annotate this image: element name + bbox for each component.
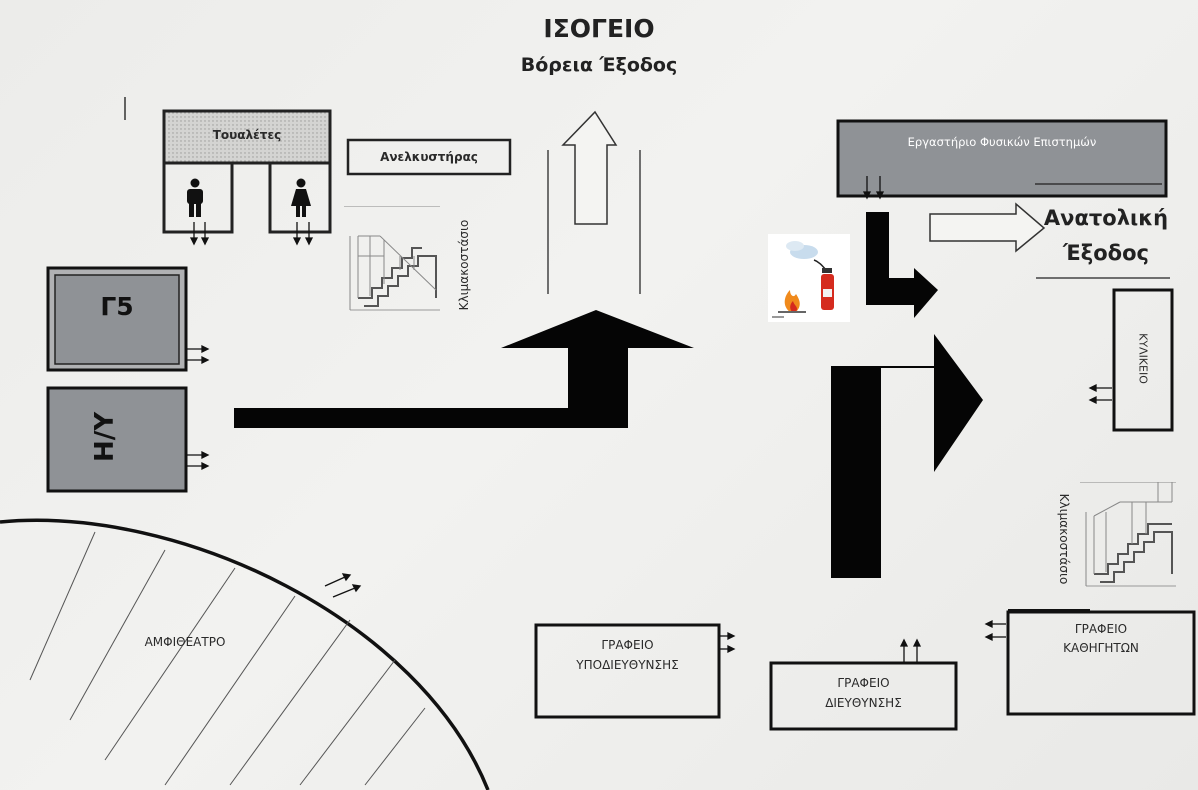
stairs-right-label: Κλιμακοστάσιο bbox=[1057, 493, 1071, 585]
stairs-icon bbox=[1080, 482, 1176, 587]
principal-office-label: ΔΙΕΥΘΥΝΣΗΣ bbox=[825, 696, 902, 710]
vice-principal-office-label: ΥΠΟΔΙΕΥΘΥΝΣΗΣ bbox=[576, 658, 679, 672]
north-exit-label: Βόρεια Έξοδος bbox=[520, 54, 678, 76]
toilets-label: Τουαλέτες bbox=[212, 128, 282, 142]
evacuation-arrow-right-icon bbox=[831, 334, 983, 578]
amphitheatre-label: ΑΜΦΙΘΕΑΤΡΟ bbox=[144, 635, 226, 649]
canteen-box bbox=[1112, 288, 1174, 432]
teachers-office-box bbox=[1006, 609, 1196, 716]
east-exit-label: Ανατολική bbox=[1043, 206, 1169, 230]
fire-extinguisher-icon bbox=[768, 234, 850, 322]
man-icon bbox=[187, 178, 203, 217]
woman-icon bbox=[291, 178, 311, 217]
toilets-block bbox=[162, 109, 332, 234]
canteen-label: ΚΥΛΙΚΕΙΟ bbox=[1136, 333, 1150, 384]
physics-lab-box bbox=[836, 119, 1168, 198]
door-arrows bbox=[186, 176, 1112, 662]
stairs-left-label: Κλιμακοστάσιο bbox=[457, 219, 471, 311]
east-exit-label: Έξοδος bbox=[1063, 241, 1149, 265]
teachers-office-label: ΓΡΑΦΕΙΟ bbox=[1074, 622, 1128, 636]
amphitheatre-area bbox=[0, 518, 490, 790]
vice-principal-office-box bbox=[534, 623, 721, 719]
floor-title: ΙΣΟΓΕΙΟ bbox=[543, 14, 655, 43]
stairs-icon bbox=[344, 206, 440, 311]
east-exit-arrow-icon bbox=[929, 202, 1046, 253]
physics-lab-label: Εργαστήριο Φυσικών Επιστημών bbox=[907, 135, 1097, 149]
room-computers-label: Η/Υ bbox=[90, 411, 120, 463]
teachers-office-label: ΚΑΘΗΓΗΤΩΝ bbox=[1063, 641, 1139, 655]
principal-office-box bbox=[769, 661, 958, 731]
room-g5-label: Γ5 bbox=[100, 292, 134, 321]
evacuation-arrow-left-icon bbox=[234, 310, 694, 428]
elevator-box bbox=[346, 138, 512, 176]
north-exit-corridor bbox=[547, 110, 641, 294]
evacuation-arrow-small-icon bbox=[866, 212, 938, 318]
north-exit-arrow-icon bbox=[561, 110, 618, 225]
elevator-label: Ανελκυστήρας bbox=[380, 150, 478, 164]
room-g5-box bbox=[46, 266, 188, 372]
room-computers-box bbox=[46, 386, 188, 493]
vice-principal-office-label: ΓΡΑΦΕΙΟ bbox=[601, 638, 654, 652]
principal-office-label: ΓΡΑΦΕΙΟ bbox=[837, 676, 890, 690]
